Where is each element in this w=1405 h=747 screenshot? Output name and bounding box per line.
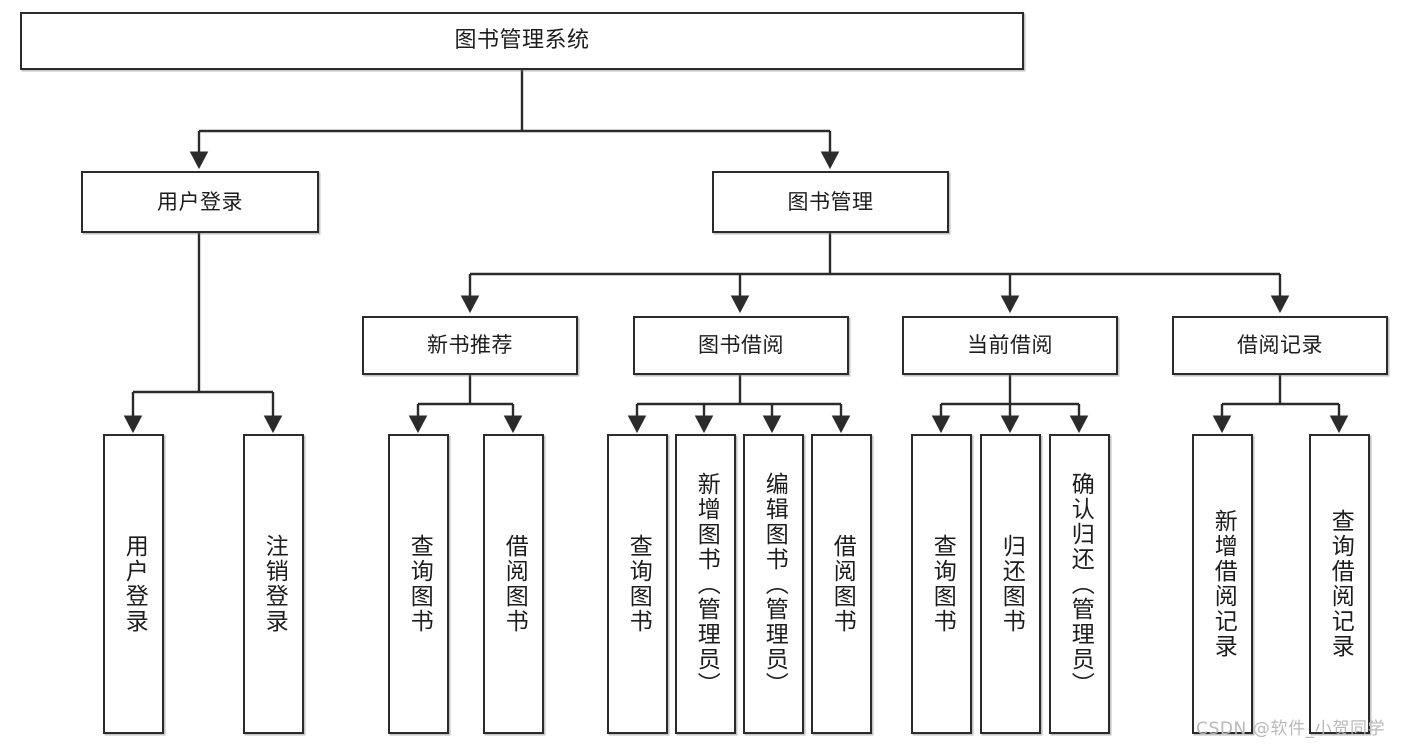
node-leaf-borrow-book-recommend[interactable]: 借阅图书 xyxy=(483,434,544,734)
node-leaf-return-book[interactable]: 归还图书 xyxy=(980,434,1041,734)
node-label: 用户登录 xyxy=(157,189,243,214)
node-label: 查询图书 xyxy=(929,534,956,634)
node-label: 注销登录 xyxy=(261,534,288,634)
node-label: 新书推荐 xyxy=(427,333,513,358)
node-leaf-add-borrow-record[interactable]: 新增借阅记录 xyxy=(1192,434,1253,734)
node-label: 借阅图书 xyxy=(829,534,856,634)
node-new-book-recommend[interactable]: 新书推荐 xyxy=(362,316,578,375)
node-root-system[interactable]: 图书管理系统 xyxy=(20,12,1024,70)
node-leaf-query-book-current[interactable]: 查询图书 xyxy=(911,434,972,734)
node-label: 新增借阅记录 xyxy=(1210,509,1237,659)
node-label: 编辑图书（管理员） xyxy=(761,471,788,697)
node-label: 确认归还（管理员） xyxy=(1067,471,1094,697)
node-label: 当前借阅 xyxy=(967,333,1053,358)
node-leaf-edit-book-admin[interactable]: 编辑图书（管理员） xyxy=(743,434,804,734)
node-book-management[interactable]: 图书管理 xyxy=(712,171,949,233)
csdn-watermark: CSDN @软件_小贺同学 xyxy=(1196,719,1386,739)
node-label: 归还图书 xyxy=(998,534,1025,634)
node-current-borrow[interactable]: 当前借阅 xyxy=(902,316,1118,375)
node-leaf-confirm-return-admin[interactable]: 确认归还（管理员） xyxy=(1049,434,1110,734)
node-label: 新增图书（管理员） xyxy=(693,471,720,697)
node-label: 图书管理 xyxy=(787,189,874,214)
node-borrow-record[interactable]: 借阅记录 xyxy=(1172,316,1388,375)
node-label: 查询图书 xyxy=(625,534,652,634)
node-label: 借阅记录 xyxy=(1237,333,1323,358)
node-leaf-logout[interactable]: 注销登录 xyxy=(243,434,304,734)
node-label: 查询图书 xyxy=(406,534,433,634)
node-user-login[interactable]: 用户登录 xyxy=(81,171,319,233)
node-label: 借阅图书 xyxy=(501,534,528,634)
node-leaf-add-book-admin[interactable]: 新增图书（管理员） xyxy=(675,434,736,734)
node-leaf-query-book-borrow[interactable]: 查询图书 xyxy=(607,434,668,734)
node-leaf-query-borrow-record[interactable]: 查询借阅记录 xyxy=(1309,434,1370,734)
node-leaf-borrow-book[interactable]: 借阅图书 xyxy=(811,434,872,734)
node-book-borrow[interactable]: 图书借阅 xyxy=(633,316,849,375)
node-label: 查询借阅记录 xyxy=(1327,509,1354,659)
node-label: 图书管理系统 xyxy=(454,28,590,54)
node-label: 图书借阅 xyxy=(698,333,784,358)
node-label: 用户登录 xyxy=(121,534,148,634)
node-leaf-query-book-recommend[interactable]: 查询图书 xyxy=(388,434,449,734)
node-leaf-user-login[interactable]: 用户登录 xyxy=(103,434,164,734)
